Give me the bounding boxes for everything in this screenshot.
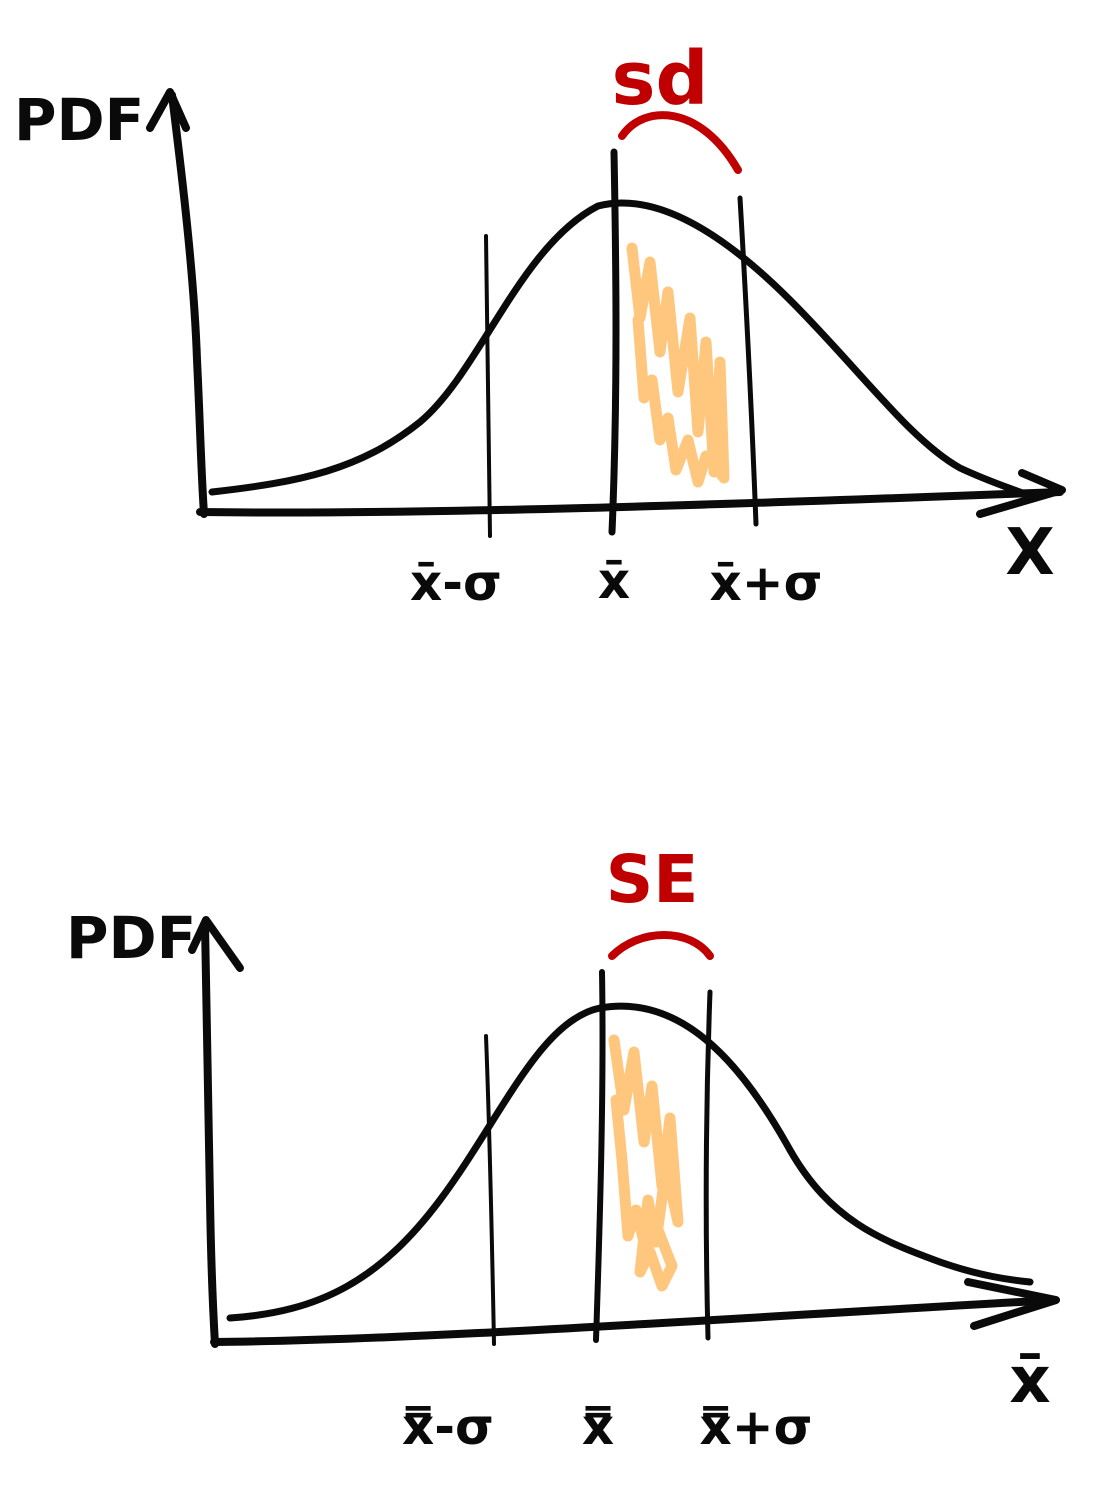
y-axis-sd bbox=[168, 91, 208, 518]
density-curve-se bbox=[226, 1002, 1034, 1322]
line-mean-se bbox=[593, 969, 606, 1343]
line-mean-minus-sigma-se bbox=[484, 1034, 496, 1346]
shaded-region-sd bbox=[626, 242, 730, 488]
x-axis-arrowhead-se bbox=[964, 1278, 1060, 1330]
line-mean-minus-sigma-sd bbox=[484, 234, 492, 538]
x-axis-sd bbox=[196, 488, 1064, 517]
y-axis-arrowhead-se bbox=[188, 916, 244, 972]
y-axis-arrowhead-sd bbox=[146, 88, 190, 132]
y-axis-label-sd: PDF bbox=[14, 86, 144, 154]
tick-label-mean-se: x̿ bbox=[582, 1398, 614, 1456]
density-curve-sd bbox=[208, 199, 1034, 500]
x-axis-label-se: x̄ bbox=[1009, 1344, 1050, 1418]
bracket-se bbox=[608, 931, 714, 960]
line-mean-plus-sigma-sd bbox=[737, 195, 759, 527]
line-mean-sd bbox=[608, 148, 620, 536]
tick-label-mean-plus-sigma-se: x̿+σ bbox=[699, 1398, 812, 1456]
panel-sd: sd PDF X x̄-σ x̄ x̄+σ bbox=[14, 36, 1066, 612]
x-axis-label-sd: X bbox=[1005, 516, 1054, 590]
line-mean-plus-sigma-se bbox=[703, 989, 713, 1341]
shaded-region-se bbox=[608, 1034, 684, 1292]
x-axis-arrowhead-sd bbox=[976, 469, 1066, 518]
x-axis-se bbox=[210, 1296, 1059, 1346]
bracket-label-se: SE bbox=[606, 841, 699, 918]
panel-se: SE PDF x̄ x̿-σ x̿ x̿+σ bbox=[66, 841, 1060, 1456]
bracket-label-sd: sd bbox=[611, 36, 708, 122]
tick-label-mean-sd: x̄ bbox=[598, 552, 630, 610]
tick-label-mean-plus-sigma-sd: x̄+σ bbox=[709, 554, 822, 612]
tick-label-mean-minus-sigma-sd: x̄-σ bbox=[410, 554, 502, 612]
bracket-sd bbox=[618, 111, 742, 174]
y-axis-label-se: PDF bbox=[66, 904, 196, 972]
y-axis-se bbox=[201, 920, 219, 1348]
tick-label-mean-minus-sigma-se: x̿-σ bbox=[402, 1398, 494, 1456]
